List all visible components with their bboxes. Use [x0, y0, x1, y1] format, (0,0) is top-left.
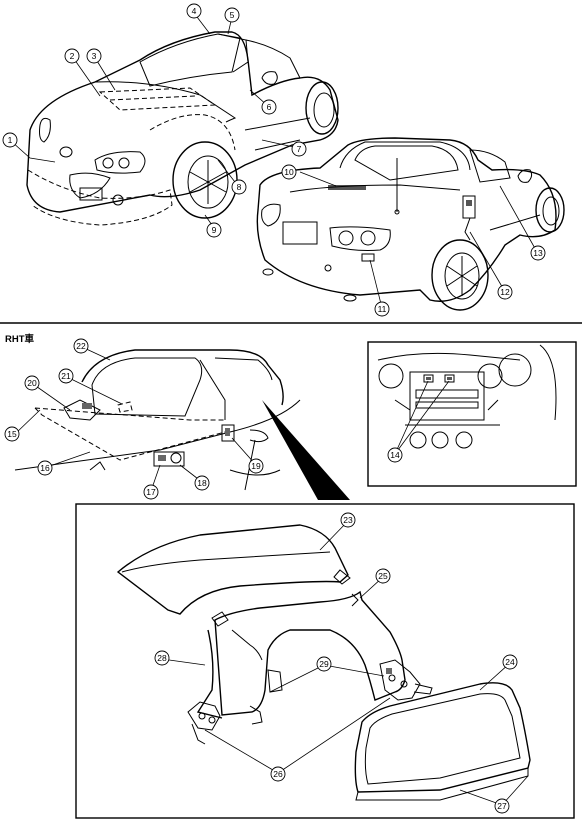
svg-text:10: 10: [284, 167, 294, 177]
callout-3: 3: [86, 48, 102, 64]
svg-text:7: 7: [297, 144, 302, 154]
dashboard-inset: [367, 341, 577, 487]
callout-23: 23: [340, 512, 356, 528]
svg-text:5: 5: [230, 10, 235, 20]
svg-text:12: 12: [500, 287, 510, 297]
svg-text:27: 27: [497, 801, 507, 811]
zoom-indicator: [262, 400, 350, 500]
svg-text:9: 9: [212, 225, 217, 235]
section-label-rht: RHT車: [5, 334, 35, 345]
rear-car-illustration: [256, 137, 565, 311]
callout-11: 11: [374, 301, 390, 317]
svg-text:18: 18: [197, 478, 207, 488]
callout-26: 26: [270, 766, 286, 782]
svg-text:23: 23: [343, 515, 353, 525]
svg-text:8: 8: [237, 182, 242, 192]
callout-15: 15: [4, 426, 20, 442]
callout-17: 17: [143, 484, 159, 500]
svg-text:20: 20: [27, 378, 37, 388]
svg-text:19: 19: [251, 461, 261, 471]
callout-5: 5: [224, 7, 240, 23]
callout-4: 4: [186, 3, 202, 19]
svg-text:6: 6: [267, 102, 272, 112]
callout-18: 18: [194, 475, 210, 491]
callout-10: 10: [281, 164, 297, 180]
svg-text:1: 1: [8, 135, 13, 145]
svg-text:24: 24: [505, 657, 515, 667]
front-car-illustration: [26, 31, 339, 226]
callout-16: 16: [37, 460, 53, 476]
svg-text:14: 14: [390, 450, 400, 460]
callout-21: 21: [58, 368, 74, 384]
callout-19: 19: [248, 458, 264, 474]
callout-24: 24: [502, 654, 518, 670]
callout-7: 7: [291, 141, 307, 157]
svg-text:2: 2: [70, 51, 75, 61]
callout-14: 14: [387, 447, 403, 463]
svg-text:4: 4: [192, 6, 197, 16]
exploded-hardtop-illustration: [75, 503, 575, 819]
callout-1: 1: [2, 132, 18, 148]
callout-28: 28: [154, 650, 170, 666]
callout-2: 2: [64, 48, 80, 64]
callout-8: 8: [231, 179, 247, 195]
callout-13: 13: [530, 245, 546, 261]
callout-27: 27: [494, 798, 510, 814]
svg-text:21: 21: [61, 371, 71, 381]
svg-text:28: 28: [157, 653, 167, 663]
svg-text:22: 22: [76, 341, 86, 351]
callout-6: 6: [261, 99, 277, 115]
svg-text:16: 16: [40, 463, 50, 473]
svg-text:25: 25: [378, 571, 388, 581]
svg-text:15: 15: [7, 429, 17, 439]
callout-29: 29: [316, 656, 332, 672]
callout-22: 22: [73, 338, 89, 354]
svg-text:3: 3: [92, 51, 97, 61]
callout-25: 25: [375, 568, 391, 584]
callout-20: 20: [24, 375, 40, 391]
callout-9: 9: [206, 222, 222, 238]
svg-text:11: 11: [378, 304, 387, 314]
svg-text:26: 26: [273, 769, 283, 779]
svg-text:13: 13: [533, 248, 543, 258]
svg-text:17: 17: [146, 487, 156, 497]
callout-12: 12: [497, 284, 513, 300]
svg-text:29: 29: [319, 659, 329, 669]
